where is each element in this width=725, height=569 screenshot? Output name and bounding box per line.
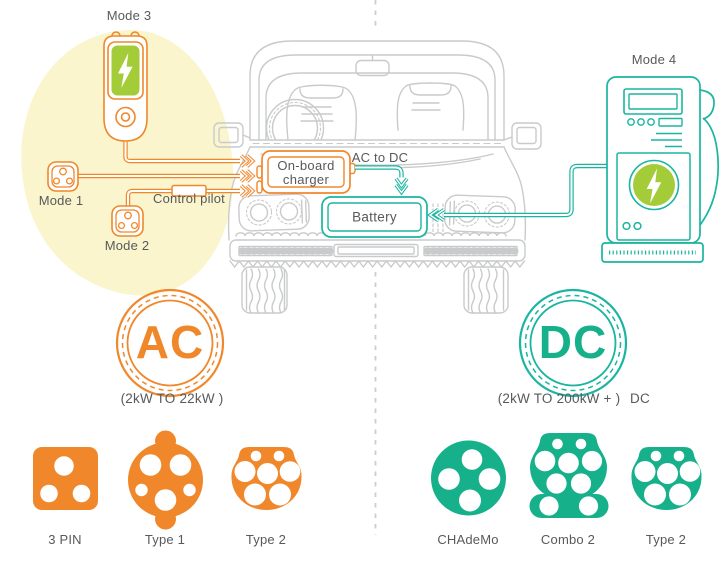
car-seat-left (286, 84, 357, 141)
onboard-charger-label-line1: On-board (277, 158, 334, 173)
license-plate (333, 243, 419, 258)
label-mode3: Mode 3 (107, 8, 152, 23)
label-connector-chademo: CHAdeMo (437, 532, 498, 547)
label-connector-type2-dc: Type 2 (646, 532, 686, 547)
label-connector-type2-ac: Type 2 (246, 532, 286, 547)
tire-right (463, 266, 509, 314)
headlight-left (238, 193, 310, 232)
ac-badge: AC (115, 288, 225, 398)
onboard-charger-label-line2: charger (283, 172, 330, 187)
side-mirror-right (503, 122, 542, 150)
steering-wheel-icon (265, 98, 325, 140)
mode2-control-pilot-wire (125, 188, 240, 206)
label-mode4: Mode 4 (632, 52, 677, 67)
connector-chademo-icon (431, 440, 506, 516)
car-windshield (249, 40, 505, 141)
mode2-socket-icon (111, 205, 144, 237)
dc-range-suffix: DC (630, 391, 650, 406)
station-screen (623, 88, 683, 115)
ac-range-label: (2kW TO 22kW ) (121, 391, 224, 406)
ac-to-dc-wire (355, 165, 409, 196)
mode3-wallbox-icon (103, 31, 148, 142)
ac-badge-text: AC (136, 316, 204, 368)
station-panel (616, 152, 691, 241)
car-illustration (213, 40, 542, 314)
label-connector-type1: Type 1 (145, 532, 185, 547)
station-nozzle (699, 89, 715, 120)
tire-left (241, 266, 288, 314)
arrow-right-icon (239, 169, 256, 183)
mode4-charging-station-icon (601, 76, 719, 263)
side-mirror-left (213, 122, 251, 148)
label-mode1: Mode 1 (39, 193, 84, 208)
battery-box: Battery (321, 196, 428, 238)
station-cable-loop (697, 117, 719, 229)
car-zigzag-trim (229, 259, 526, 269)
ac-to-dc-label: AC to DC (352, 150, 409, 165)
label-mode2: Mode 2 (105, 238, 150, 253)
dc-badge: DC (518, 288, 628, 398)
label-connector-combo2: Combo 2 (541, 532, 595, 547)
connector-type2-ac-icon (231, 447, 302, 510)
dc-cable-wire (426, 163, 607, 222)
dc-badge-text: DC (539, 316, 607, 368)
connector-type1-icon (128, 430, 203, 530)
battery-label: Battery (352, 210, 397, 225)
connector-combo2-icon (529, 433, 609, 518)
arrow-right-icon (239, 154, 256, 168)
station-card-slot (658, 117, 683, 127)
connector-type2-dc-icon (631, 447, 702, 510)
label-control-pilot: Control pilot (153, 191, 225, 206)
car-seat-right (396, 82, 465, 131)
onboard-charger-box: On-board charger (256, 150, 356, 194)
mode3-wire (123, 140, 240, 164)
connector-3pin-icon (33, 447, 98, 510)
car-bumper (229, 239, 526, 262)
arrow-right-icon (239, 184, 256, 198)
car-cowl (249, 139, 505, 148)
mode1-socket-icon (47, 161, 79, 192)
control-pilot-box (171, 184, 207, 197)
dc-range-label: (2kW TO 200kW + ) (498, 391, 621, 406)
label-connector-3pin: 3 PIN (48, 532, 82, 547)
rearview-mirror (355, 54, 390, 77)
